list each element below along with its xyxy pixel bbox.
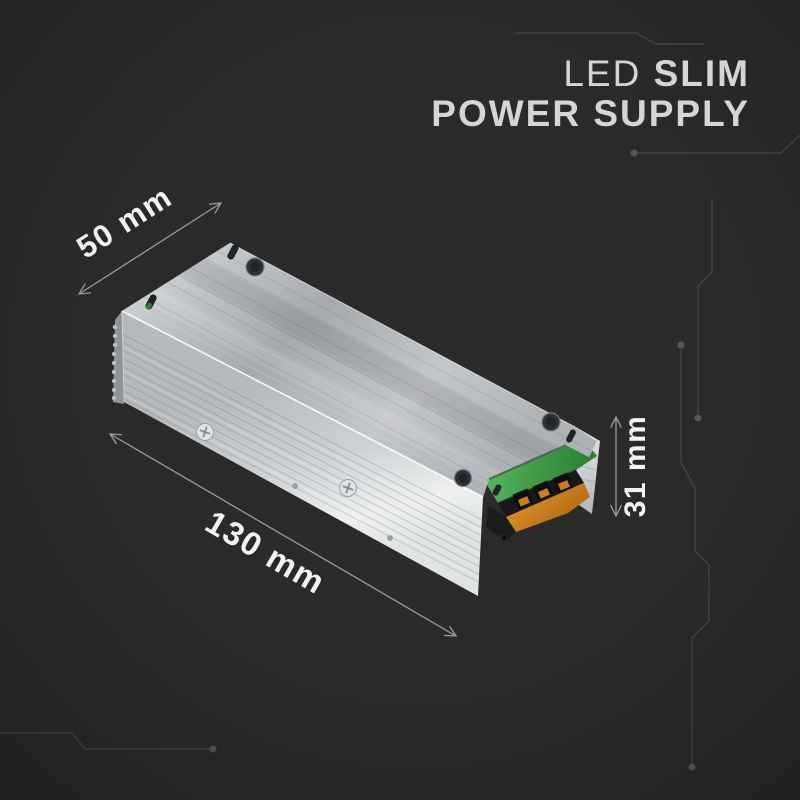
- trace-bottom-left: [0, 732, 213, 750]
- trace-node: [209, 745, 217, 753]
- dimension-label-height: 31 mm: [619, 415, 652, 518]
- top-screw: [245, 257, 265, 277]
- top-screw: [541, 412, 561, 432]
- front-vent-hole: [387, 535, 393, 541]
- trace-top: [516, 32, 704, 45]
- trace-right-a: [697, 200, 713, 414]
- title-led: LED: [563, 53, 642, 94]
- front-vent-hole: [292, 483, 298, 489]
- top-screw: [453, 468, 473, 488]
- title-slim: SLIM: [653, 53, 750, 94]
- trace-node: [694, 414, 702, 422]
- title-line-1: LED SLIM: [431, 54, 750, 94]
- front-screw-2: [339, 479, 357, 497]
- power-supply-illustration: [111, 242, 600, 596]
- trace-under-title: [634, 134, 800, 154]
- trace-node: [688, 763, 696, 771]
- trace-node: [630, 149, 638, 157]
- dimension-label-width: 50 mm: [70, 179, 178, 266]
- trace-node: [677, 341, 685, 349]
- front-screw-1: [196, 423, 214, 441]
- title-line-2: POWER SUPPLY: [431, 93, 750, 134]
- trace-right-b: [680, 349, 710, 763]
- page-title: LED SLIM POWER SUPPLY: [431, 54, 750, 134]
